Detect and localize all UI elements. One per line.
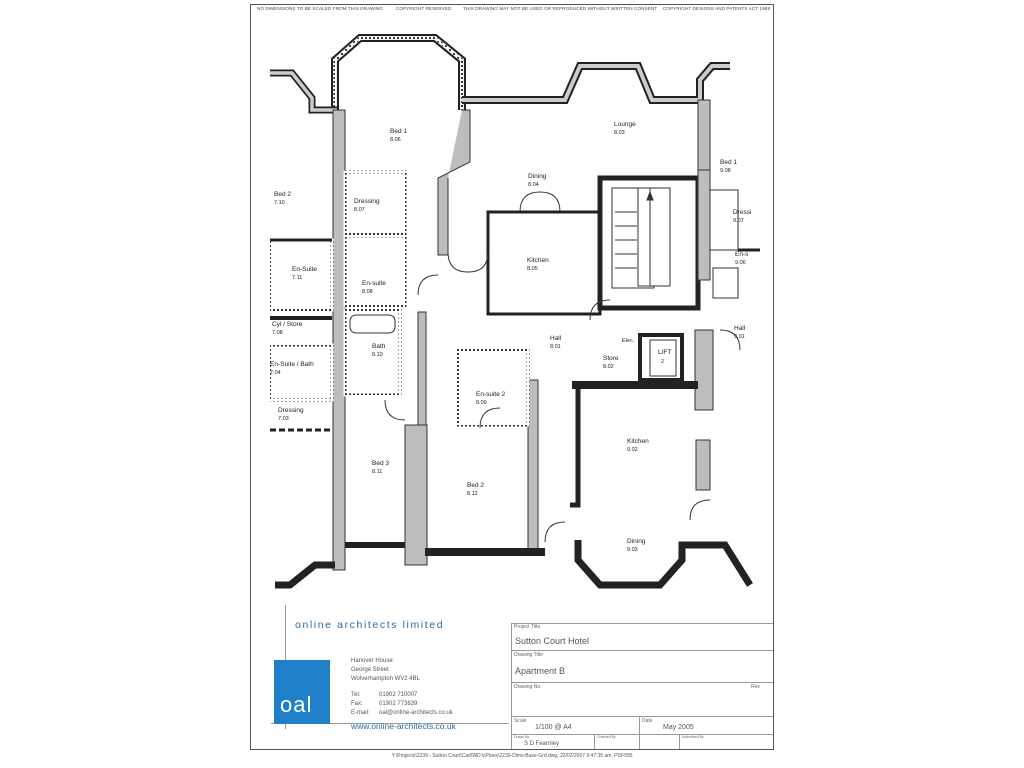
address-line-1: Hanover House [351, 658, 393, 664]
label-ensuite-right: En-s [735, 251, 749, 258]
label-ensuite-left: En-Suite [292, 266, 317, 273]
num-ensuite-left: 7.11 [292, 275, 302, 281]
num-ensuite: 8.08 [362, 289, 373, 295]
num-dining: 8.04 [528, 182, 539, 188]
label-kitchen: Kitchen [527, 257, 549, 264]
num-lounge: 8.03 [614, 130, 625, 136]
num-bed1-right: 9.08 [720, 168, 731, 174]
num-dressing-left: 7.03 [278, 416, 289, 422]
num-dressing-right: 9.07 [733, 218, 744, 224]
num-bed2: 8.12 [467, 491, 478, 497]
tel-label: Tel: [351, 692, 361, 698]
bay-window-bed1 [331, 34, 466, 110]
project-title-label: Project Title [514, 624, 541, 630]
num-bed1: 8.06 [390, 137, 401, 143]
scale-label: Scale [514, 718, 527, 724]
label-bed2-left: Bed 2 [274, 191, 291, 198]
logo-text: oal [280, 692, 313, 717]
num-hall-right: 9.01 [734, 334, 745, 340]
label-lounge: Lounge [614, 121, 636, 128]
walls [270, 99, 760, 589]
label-elec: Elec. [622, 338, 635, 344]
label-dressing-left: Dressing [278, 407, 304, 414]
label-store: Store [603, 355, 619, 362]
drawn-by: S D Fearnley [524, 741, 560, 747]
approved-label: Authorised By [682, 735, 704, 739]
num-kitchen2: 9.02 [627, 447, 638, 453]
num-bath: 8.10 [372, 352, 383, 358]
num-kitchen: 8.05 [527, 266, 538, 272]
date-label: Date [642, 718, 653, 724]
label-ensuite: En-suite [362, 280, 386, 287]
num-store: 8.02 [603, 364, 614, 370]
label-bed1-right: Bed 1 [720, 159, 737, 166]
label-bed3: Bed 3 [372, 460, 389, 467]
floor-plan: Bed 1 8.06 Lounge 8.03 Bed 1 9.08 Dining… [270, 34, 760, 589]
label-ensuite2: En-suite 2 [476, 391, 506, 398]
note-act: COPYRIGHT DESIGNS AND PATENTS ACT 1988 [663, 6, 771, 11]
num-ensuite2: 8.09 [476, 400, 487, 406]
email-address: oal@online-architects.co.uk [379, 710, 453, 716]
website-link[interactable]: www.online-architects.co.uk [351, 721, 456, 731]
note-no-dimensions: NO DIMENSIONS TO BE SCALED FROM THIS DRA… [257, 6, 383, 11]
file-path-footer: Y:\Projects\2239 - Sutton Court\Cad\WD's… [391, 753, 633, 759]
label-lift: LIFT [658, 349, 671, 356]
label-kitchen2: Kitchen [627, 438, 649, 445]
drawn-label: Drawn By [514, 735, 530, 739]
project-title: Sutton Court Hotel [515, 636, 590, 646]
note-consent: THIS DRAWING MAY NOT BE USED OR REPRODUC… [463, 6, 658, 11]
label-dining: Dining [528, 173, 547, 180]
label-ensuite-bath: En-Suite / Bath [270, 361, 314, 368]
company-name: online architects limited [295, 619, 445, 631]
note-copyright: COPYRIGHT RESERVED [396, 6, 452, 11]
label-cyl-store: Cyl / Store [272, 321, 303, 328]
label-bath: Bath [372, 343, 386, 350]
drawing-title: Apartment B [515, 666, 566, 676]
label-hall-right: Hall [734, 325, 746, 332]
label-bed1: Bed 1 [390, 128, 407, 135]
label-dressing-right: Dressi [733, 209, 751, 216]
label-bed2: Bed 2 [467, 482, 484, 489]
scale-value: 1/100 @ A4 [535, 724, 572, 731]
copyright-notes: NO DIMENSIONS TO BE SCALED FROM THIS DRA… [251, 6, 773, 16]
num-bed2-left: 7.10 [274, 200, 285, 206]
drawing-title-label: Drawing Title [514, 652, 543, 658]
num-dining2: 9.03 [627, 547, 638, 553]
address-line-3: Wolverhampton WV2 4BL [351, 676, 420, 682]
num-ensuite-bath: 7.04 [270, 370, 281, 376]
rev-label: Rev [751, 684, 760, 690]
num-hall: 8.01 [550, 344, 561, 350]
num-lift: 2 [661, 359, 664, 365]
title-block: online architects limited oal Hanover Ho… [251, 603, 775, 751]
date-value: May 2005 [663, 724, 694, 731]
label-dining2: Dining [627, 538, 646, 545]
num-bed3: 8.11 [372, 469, 382, 475]
label-dressing: Dressing [354, 198, 380, 205]
num-dressing: 8.07 [354, 207, 365, 213]
drawing-no-label: Drawing No. [514, 684, 542, 690]
fax-label: Fax: [351, 701, 363, 707]
room-labels: Bed 1 8.06 Lounge 8.03 Bed 1 9.08 Dining… [270, 121, 751, 553]
tel-number: 01902 710007 [379, 692, 418, 698]
label-hall: Hall [550, 335, 562, 342]
fax-number: 01902 773839 [379, 701, 418, 707]
num-cyl-store: 7.08 [272, 330, 283, 336]
email-label: E-mail: [351, 710, 370, 716]
checked-label: Checked By [597, 735, 616, 739]
num-ensuite-right: 9.06 [735, 260, 746, 266]
address-line-2: George Street [351, 667, 389, 673]
company-logo: oal [274, 660, 330, 724]
